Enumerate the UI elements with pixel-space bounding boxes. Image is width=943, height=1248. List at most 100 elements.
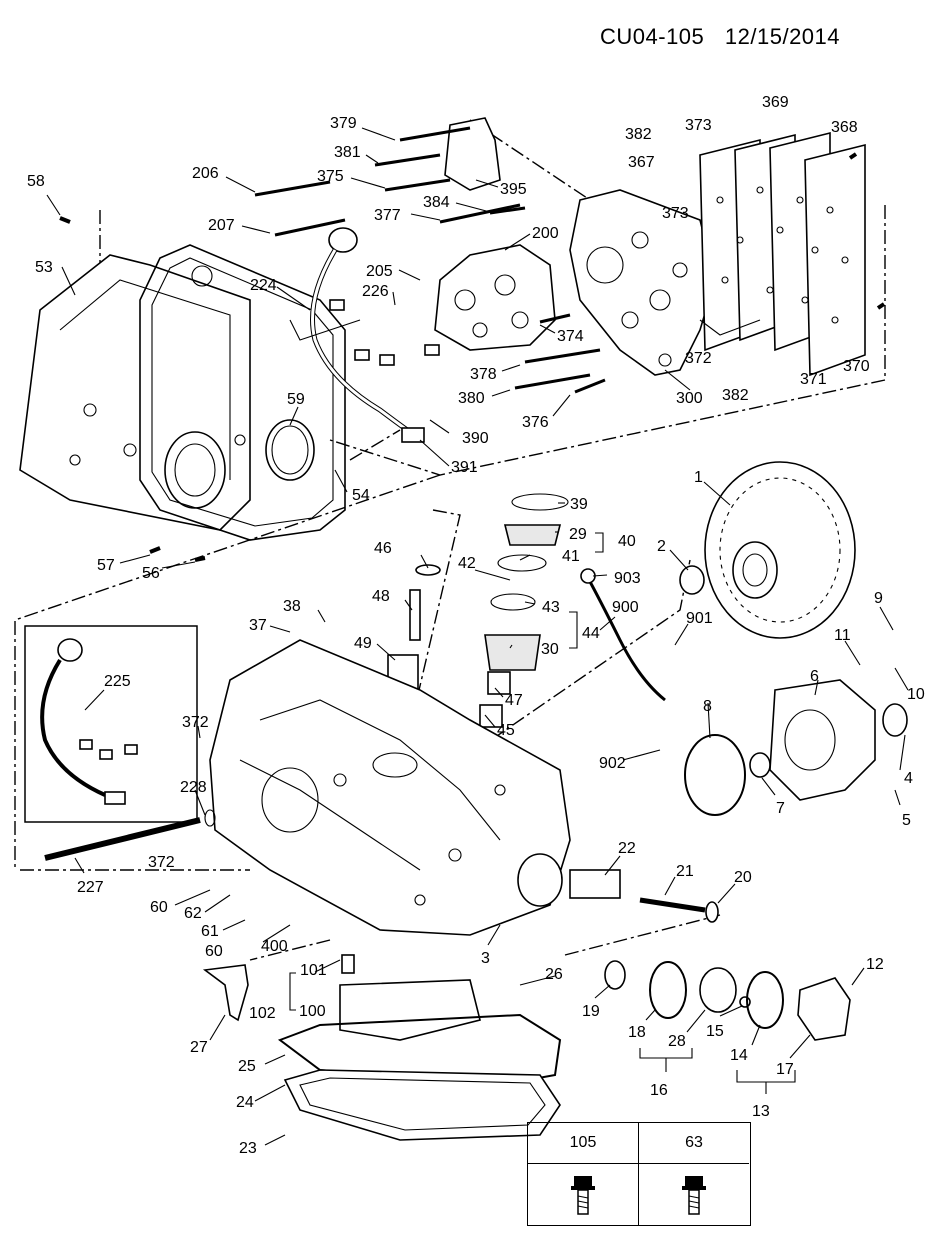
callout-29: 29 [569,526,587,543]
callout-49: 49 [354,635,372,652]
callout-59: 59 [287,391,305,408]
callout-373: 373 [685,117,712,134]
callout-395: 395 [500,181,527,198]
legend-label-63: 63 [639,1123,749,1164]
callout-18: 18 [628,1024,646,1041]
callout-227: 227 [77,879,104,896]
harness-inset-225 [24,625,198,823]
pump-body-200 [434,244,556,351]
callout-37: 37 [249,617,267,634]
filter-100 [339,954,481,1041]
oil-pan-24 [283,1069,561,1141]
callout-15: 15 [706,1023,724,1040]
callout-28: 28 [668,1033,686,1050]
callout-372: 372 [685,350,712,367]
callout-224: 224 [250,277,277,294]
callout-56: 56 [142,565,160,582]
callout-226: 226 [362,283,389,300]
callout-60: 60 [205,943,223,960]
callout-300: 300 [676,390,703,407]
callout-372: 372 [182,714,209,731]
callout-30: 30 [541,641,559,658]
callout-47: 47 [505,692,523,709]
callout-378: 378 [470,366,497,383]
callout-20: 20 [734,869,752,886]
callout-7: 7 [776,800,785,817]
callout-380: 380 [458,390,485,407]
callout-43: 43 [542,599,560,616]
diagram-date: 12/15/2014 [724,24,841,49]
callout-374: 374 [557,328,584,345]
callout-382: 382 [722,387,749,404]
callout-19: 19 [582,1003,600,1020]
callout-58: 58 [27,173,45,190]
callout-38: 38 [283,598,301,615]
callout-903: 903 [614,570,641,587]
callout-53: 53 [35,259,53,276]
bracket-27 [202,964,249,1022]
leader-lines [46,127,909,1146]
callout-391: 391 [451,459,478,476]
legend-label-105: 105 [528,1123,638,1164]
wiring-harness-224 [310,227,440,443]
callout-6: 6 [810,668,819,685]
flange-bolt-icon [571,1176,595,1215]
bushing-2 [679,565,705,595]
callout-23: 23 [239,1140,257,1157]
callout-3: 3 [481,950,490,967]
callout-206: 206 [192,165,219,182]
callout-370: 370 [843,358,870,375]
legend-col-63: 63 [639,1123,749,1225]
callout-205: 205 [366,263,393,280]
callout-26: 26 [545,966,563,983]
callout-10: 10 [907,686,925,703]
callout-200: 200 [532,225,559,242]
callout-375: 375 [317,168,344,185]
side-cover-53 [19,254,251,531]
callout-21: 21 [676,863,694,880]
transmission-case-3 [209,639,571,936]
separator-plates [699,131,866,377]
callout-1: 1 [694,469,703,486]
callout-400: 400 [261,938,288,955]
callout-225: 225 [104,673,131,690]
callout-384: 384 [423,194,450,211]
accumulator-group-13 [746,971,851,1041]
callout-377: 377 [374,207,401,224]
valve-body-300 [569,189,716,376]
assembly-guide-lines [14,119,886,961]
callout-368: 368 [831,119,858,136]
callout-381: 381 [334,144,361,161]
callout-901: 901 [686,610,713,627]
seal-59 [265,419,315,481]
callout-61: 61 [201,923,219,940]
callout-5: 5 [902,812,911,829]
callout-62: 62 [184,905,202,922]
callout-8: 8 [703,698,712,715]
callout-16: 16 [650,1082,668,1099]
callout-900: 900 [612,599,639,616]
callout-17: 17 [776,1061,794,1078]
callout-390: 390 [462,430,489,447]
callout-44: 44 [582,625,600,642]
callout-372: 372 [148,854,175,871]
callout-54: 54 [352,487,370,504]
o-ring-8 [684,734,746,816]
callout-4: 4 [904,770,913,787]
upper-bolts [59,126,886,562]
callout-39: 39 [570,496,588,513]
callout-376: 376 [522,414,549,431]
callout-902: 902 [599,755,626,772]
callout-46: 46 [374,540,392,557]
callout-41: 41 [562,548,580,565]
callout-13: 13 [752,1103,770,1120]
callout-12: 12 [866,956,884,973]
callout-102: 102 [249,1005,276,1022]
callout-40: 40 [618,533,636,550]
callout-60: 60 [150,899,168,916]
callout-228: 228 [180,779,207,796]
callout-11: 11 [834,627,851,644]
callout-45: 45 [497,722,515,739]
accumulator-components [569,869,719,923]
